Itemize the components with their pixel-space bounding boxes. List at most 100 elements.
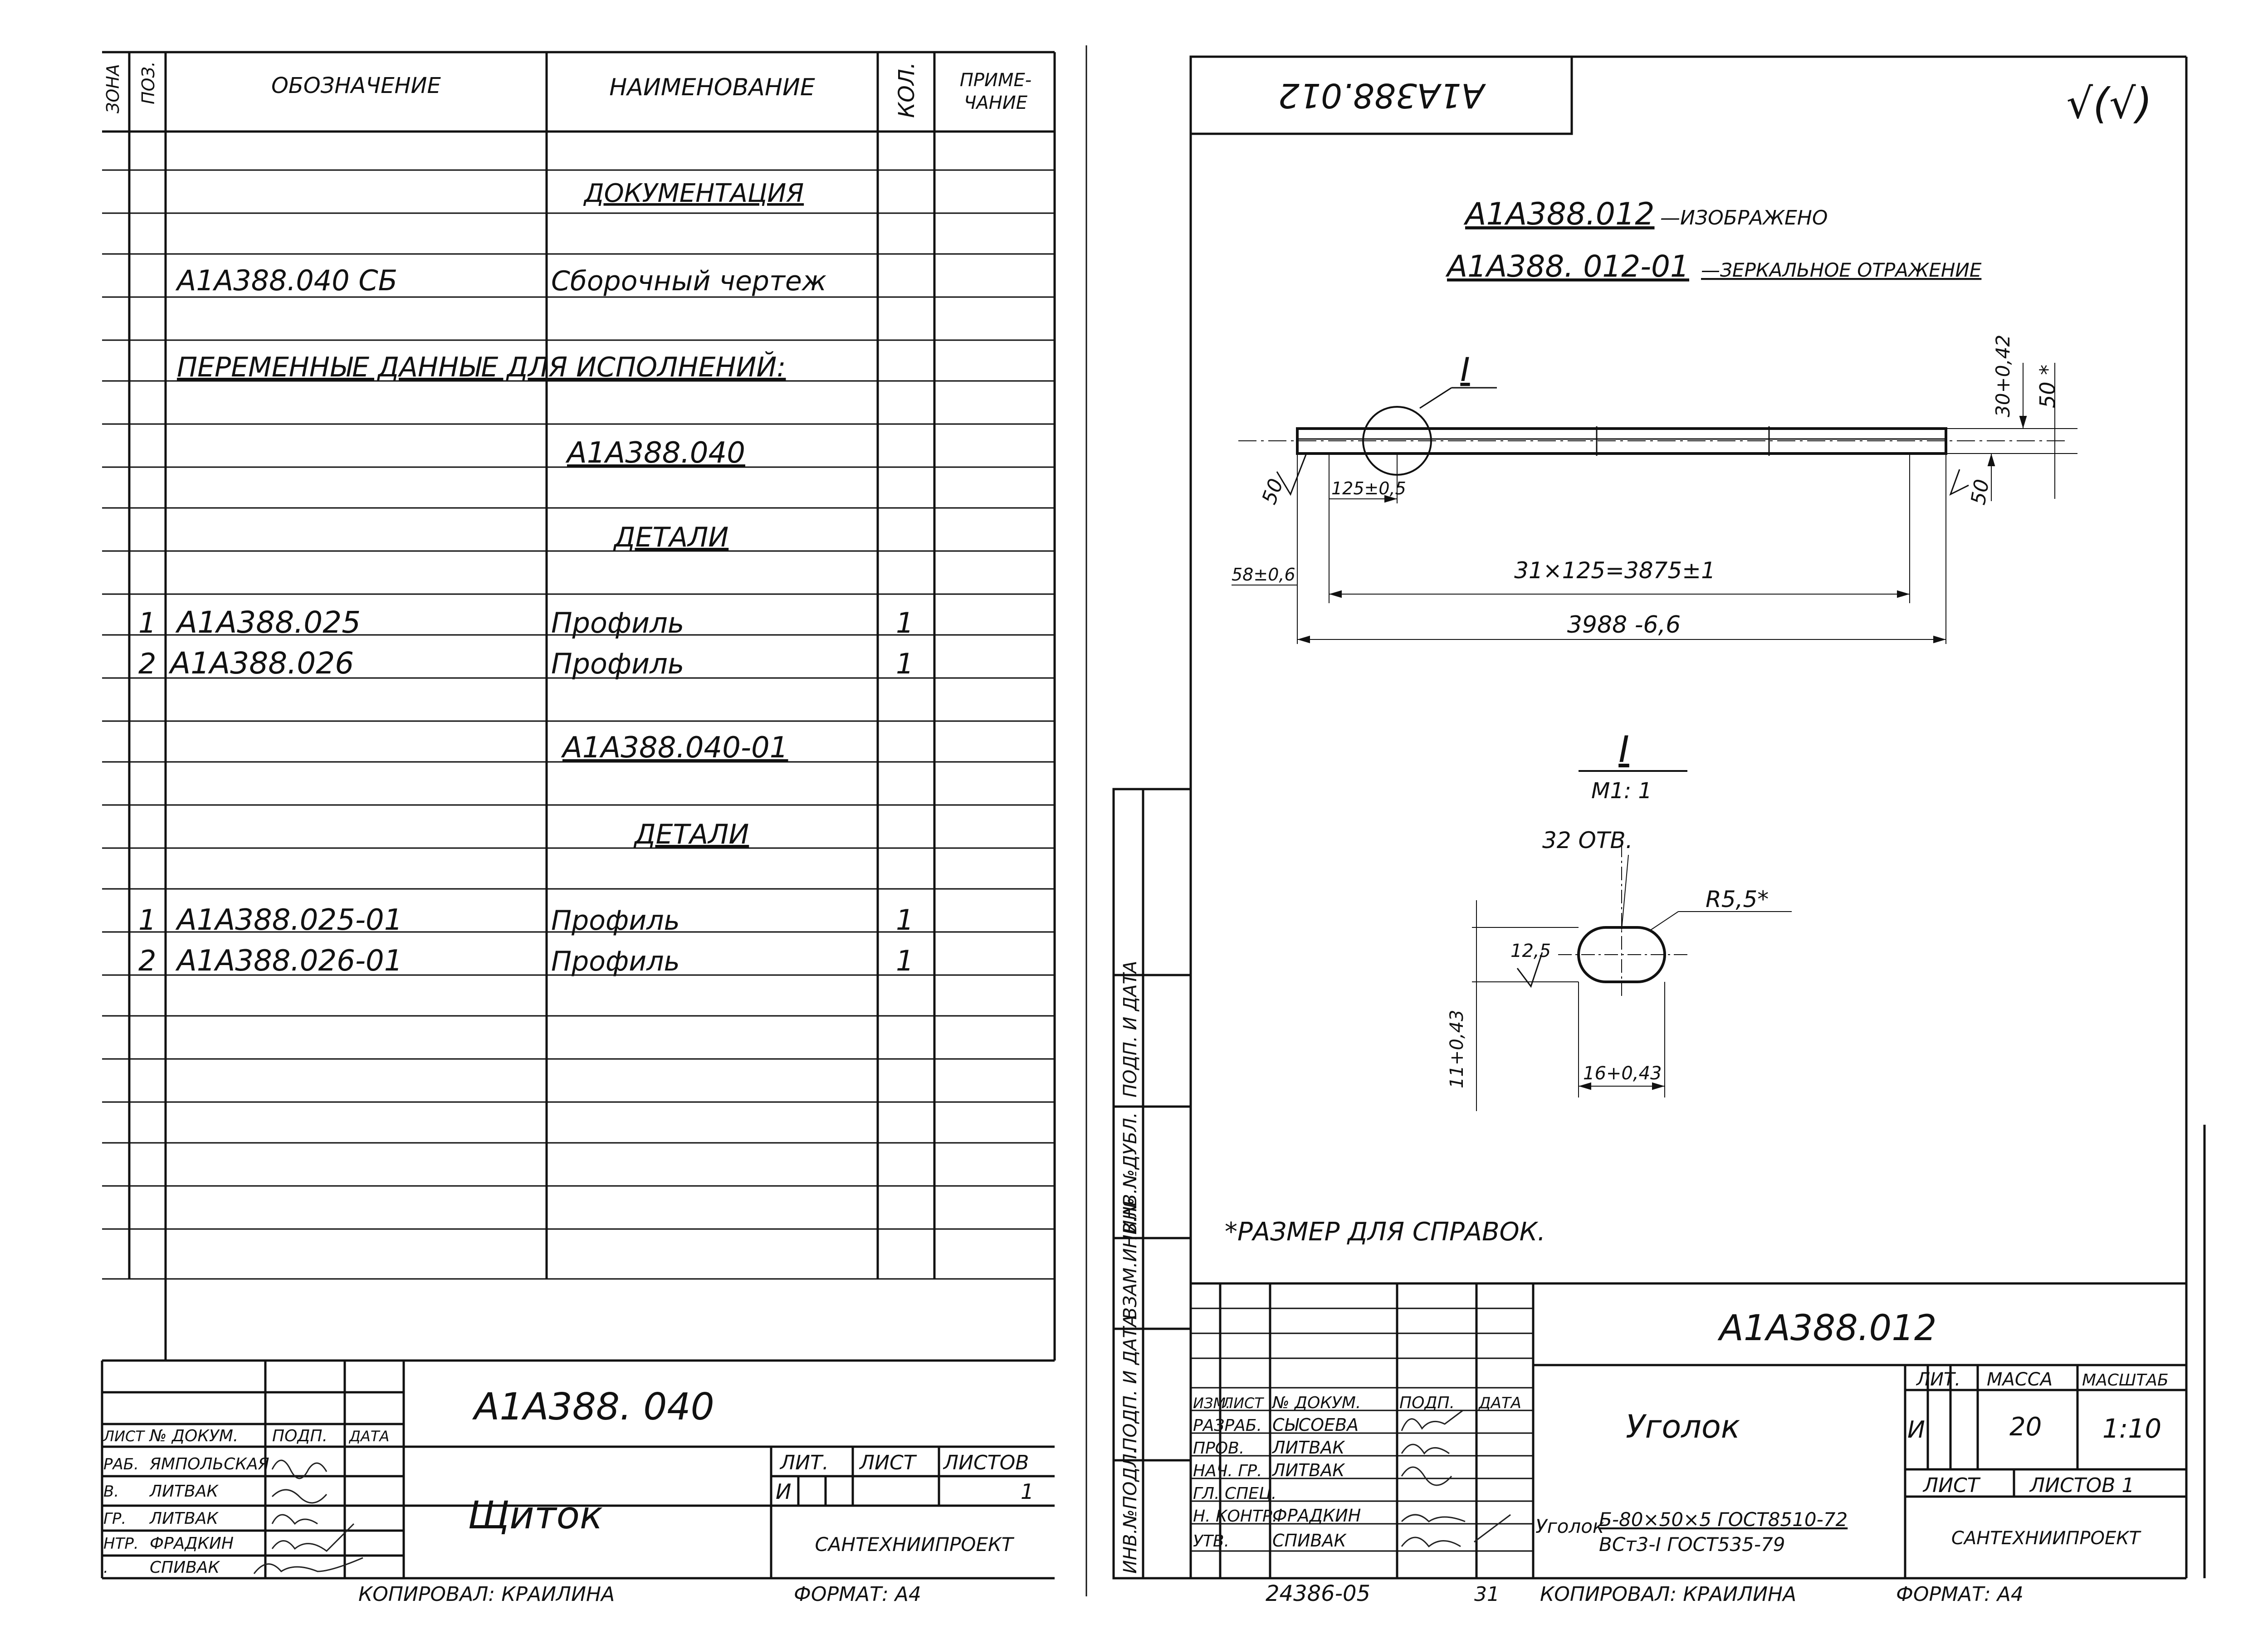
detail-radius: R5,5* (1706, 886, 1769, 912)
spec-tb-h-doc: № ДОКУМ. (149, 1427, 238, 1445)
row2-2-pos: 2 (138, 944, 156, 977)
profile-view (1232, 363, 2077, 644)
row2-1-designation: А1А388.025-01 (175, 903, 402, 937)
dim-50-star: 50 * (2035, 365, 2060, 408)
detail-dim-16: 16+0,43 (1583, 1063, 1662, 1084)
tb2-scale: 1:10 (2102, 1413, 2161, 1444)
doc-name: Сборочный чертеж (551, 265, 826, 297)
spec-tb-role-1: РАБ. (103, 1455, 139, 1473)
dim-58: 58±0,6 (1232, 565, 1295, 585)
spec-tb-h-list: ЛИСТ (103, 1428, 145, 1445)
footnote: *РАЗМЕР ДЛЯ СПРАВОК. (1225, 1217, 1545, 1247)
detail-dim-12: 12,5 (1510, 941, 1551, 961)
spec-tb-h-date: ДАТА (348, 1428, 389, 1445)
side-stamp-grid (1112, 788, 1192, 1580)
spec-tb-person-2: ЛИТВАК (149, 1482, 219, 1501)
spec-tb-format: ФОРМАТ: А4 (794, 1583, 921, 1606)
tb2-org: САНТЕХНИИПРОЕКТ (1951, 1528, 2142, 1549)
drawing-title-block-grid (1191, 1282, 2186, 1578)
spec-tb-person-1: ЯМПОЛЬСКАЯ (149, 1455, 269, 1473)
tb2-h-date: ДАТА (1478, 1394, 1521, 1412)
spec-tb-lit: И (776, 1479, 791, 1504)
row1-1-qty: 1 (896, 606, 914, 639)
spec-tb-h-sign: ПОДП. (272, 1427, 327, 1445)
tb2-material-top: Б-80×50×5 ГОСТ8510-72 (1599, 1508, 1848, 1531)
spec-tb-name: Щиток (468, 1493, 603, 1537)
row1-1-pos: 1 (138, 606, 156, 639)
tb2-person-1: СЫСОЕВА (1272, 1415, 1359, 1435)
row1-1-designation: А1А388.025 (175, 605, 361, 640)
dim-total: 3988 -6,6 (1567, 611, 1681, 639)
tb2-role-6: УТВ. (1193, 1532, 1229, 1551)
detail-dim-11: 11+0,43 (1447, 1010, 1467, 1088)
tb2-role-2: ПРОВ. (1193, 1439, 1244, 1458)
details-2: ДЕТАЛИ (633, 819, 749, 850)
side-stamp-3: ВЗАМ.ИНВ.№ (1120, 1198, 1141, 1320)
row1-2-qty: 1 (896, 647, 914, 680)
header-zone: ЗОНА (103, 64, 123, 113)
caption-1-code: А1А388.012 (1463, 196, 1655, 232)
detail-label: I (1618, 728, 1629, 771)
tb2-role-1: РАЗРАБ. (1193, 1416, 1262, 1435)
tb2-person-2: ЛИТВАК (1271, 1438, 1345, 1458)
side-stamp-5: ПОДП. И ДАТА (1120, 961, 1141, 1097)
tb2-person-6: СПИВАК (1272, 1531, 1347, 1551)
spec-tb-role-2: В. (103, 1483, 119, 1501)
variant-2: А1А388.040-01 (561, 731, 788, 765)
row2-2-designation: А1А388.026-01 (175, 944, 402, 978)
spec-tb-person-4: ФРАДКИН (150, 1534, 234, 1553)
spec-tb-h-sheet: ЛИСТ (859, 1451, 917, 1474)
spec-tb-code: А1А388. 040 (472, 1385, 714, 1429)
tb2-h-sheet: ЛИСТ (1922, 1474, 1981, 1497)
tb2-h-doc: № ДОКУМ. (1271, 1394, 1361, 1412)
header-pos: ПОЗ. (138, 61, 158, 104)
tb2-role-3: НАЧ. ГР. (1193, 1462, 1262, 1480)
header-note-1: ПРИМЕ- (960, 70, 1031, 91)
roughness-sign: √(√) (2066, 79, 2152, 128)
spec-title-block-grid (101, 1359, 1055, 1580)
tb2-h-scale: МАСШТАБ (2082, 1371, 2169, 1390)
spec-tb-role-4: НТР. (103, 1535, 139, 1553)
view-label: I (1460, 351, 1470, 389)
tb2-mass: 20 (2009, 1412, 2042, 1442)
row2-1-name: Профиль (551, 905, 680, 937)
tb2-h-mass: МАССА (1987, 1369, 2053, 1390)
detail-view-slot (1472, 770, 1792, 1111)
tb2-format: ФОРМАТ: А4 (1896, 1583, 2024, 1606)
spec-tb-role-5: . (103, 1559, 108, 1577)
caption-2-code: А1А388. 012-01 (1445, 249, 1689, 284)
dim-30: 30+0,42 (1992, 335, 2014, 417)
header-designation: ОБОЗНАЧЕНИЕ (271, 73, 441, 98)
header-note-2: ЧАНИЕ (964, 93, 1028, 113)
tb2-archive: 24386-05 (1266, 1581, 1370, 1606)
dim-pitch: 31×125=3875±1 (1514, 557, 1716, 584)
detail-scale: М1: 1 (1591, 778, 1652, 804)
spec-tb-person-5: СПИВАК (150, 1558, 220, 1577)
spec-tb-sheets: 1 (1021, 1479, 1034, 1504)
dim-125: 125±0,5 (1331, 478, 1406, 498)
tb2-sheet-no: 31 (1474, 1583, 1500, 1606)
side-stamp-1: ИНВ.№ПОДЛ. (1120, 1448, 1141, 1574)
side-stamp-4: ИНВ.№ДУБЛ. (1120, 1112, 1141, 1234)
dim-50-right: 50 (1967, 478, 1994, 507)
spec-tb-h-lit: ЛИТ. (779, 1451, 829, 1474)
caption-2-suffix: —ЗЕРКАЛЬНОЕ ОТРАЖЕНИЕ (1701, 259, 1982, 281)
tb2-lit: И (1907, 1416, 1925, 1444)
row2-2-qty: 1 (896, 944, 914, 977)
doc-designation: А1А388.040 СБ (175, 264, 397, 297)
dim-50-left: 50 (1257, 476, 1288, 507)
tb2-h-lit: ЛИТ. (1916, 1369, 1960, 1390)
row2-1-qty: 1 (896, 903, 914, 937)
tb2-person-3: ЛИТВАК (1271, 1460, 1345, 1480)
tb2-h-izm: ИЗМ. (1193, 1395, 1230, 1412)
spec-tb-h-sheets: ЛИСТОВ (943, 1451, 1029, 1474)
row1-2-designation: А1А388.026 (168, 646, 354, 681)
variant-1: А1А388.040 (565, 436, 745, 470)
caption-1-suffix: —ИЗОБРАЖЕНО (1660, 206, 1828, 229)
spec-table-grid (102, 51, 1056, 1361)
tb2-name: Уголок (1626, 1408, 1740, 1445)
details-1: ДЕТАЛИ (613, 522, 728, 553)
row1-1-name: Профиль (551, 606, 684, 639)
tb2-role-5: Н. КОНТР. (1193, 1507, 1277, 1526)
